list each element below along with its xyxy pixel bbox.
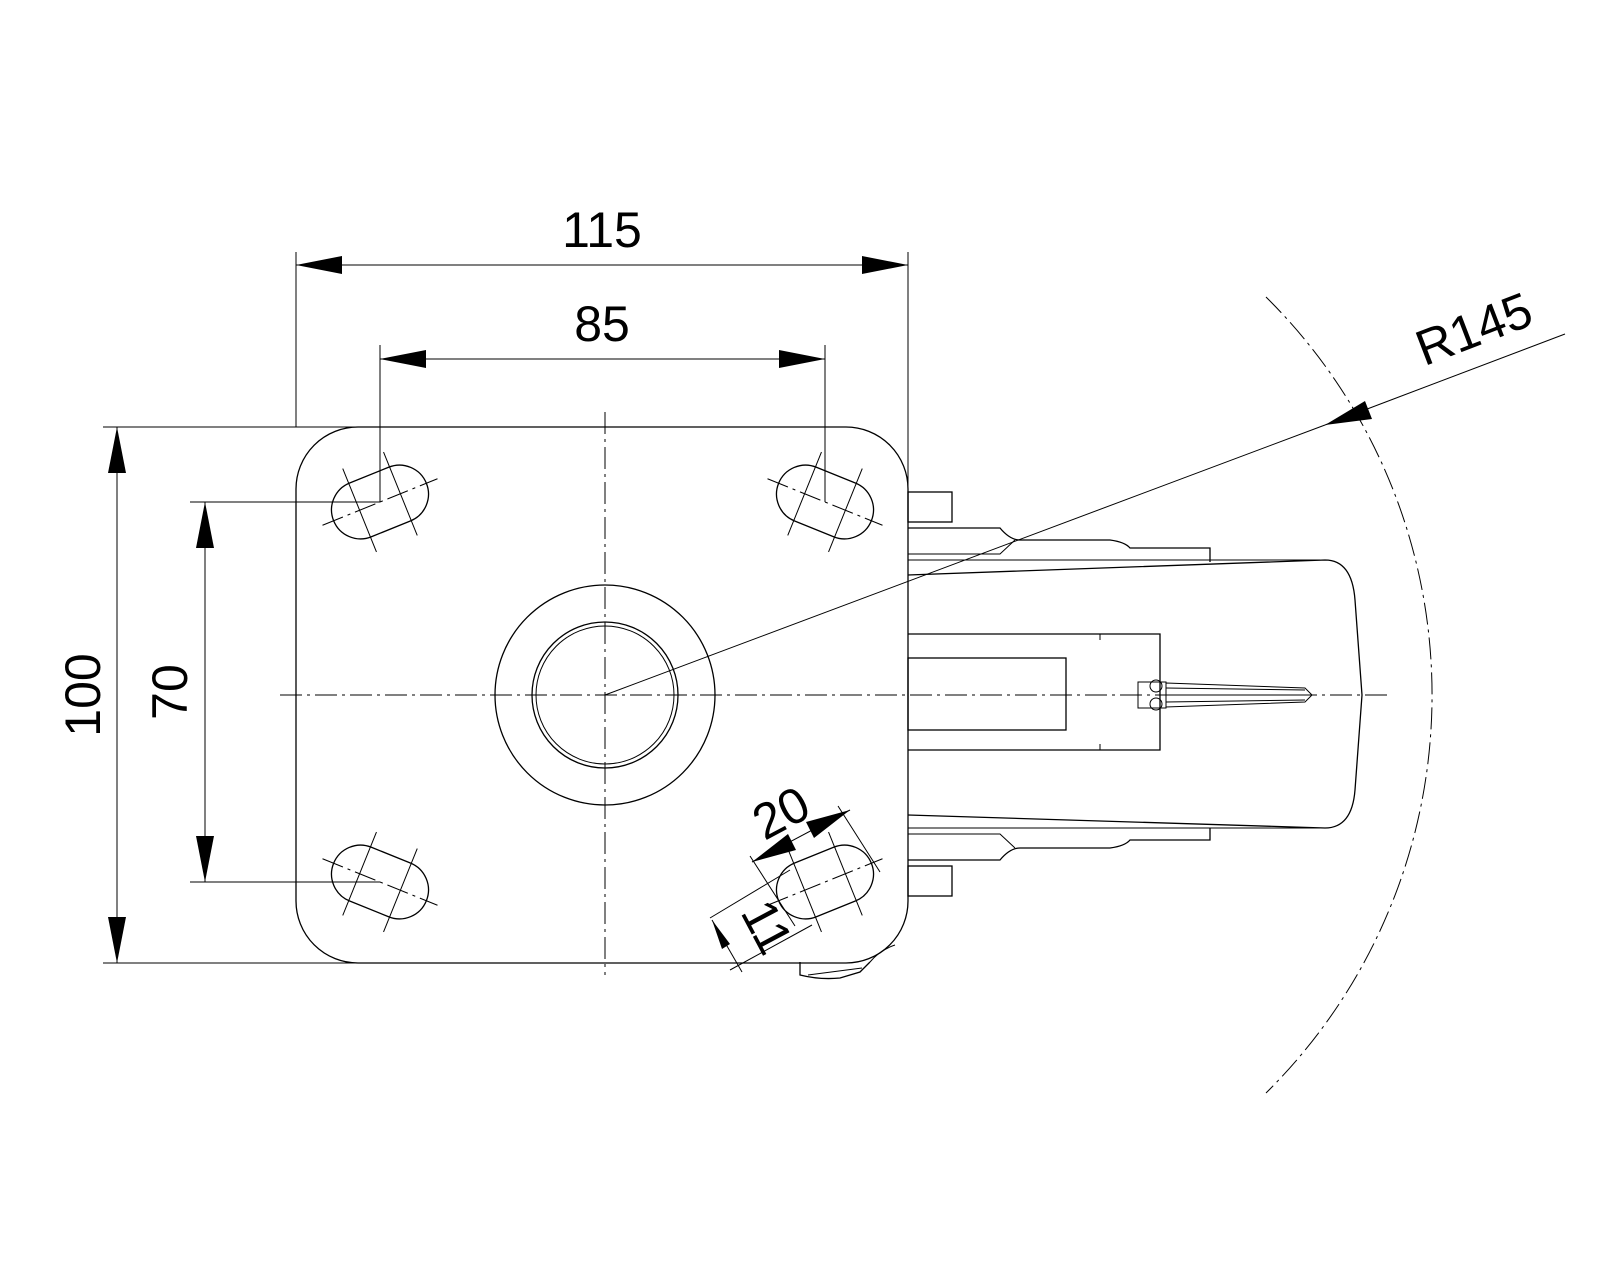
dimension-label-115: 115 xyxy=(562,202,642,258)
center-lines xyxy=(280,412,1390,975)
dimension-plate-height: 100 xyxy=(55,426,360,964)
dimension-label-20: 20 xyxy=(743,775,818,851)
dimension-label-100: 100 xyxy=(55,653,111,736)
mounting-slot-bottom-right xyxy=(767,831,883,933)
dimension-swivel-radius: R145 xyxy=(604,282,1566,696)
dimension-label-85: 85 xyxy=(574,296,630,352)
lock-nut xyxy=(799,944,896,980)
axle-bolt xyxy=(1137,679,1313,711)
dimension-hole-spacing-x: 85 xyxy=(379,296,826,502)
dimension-slot-width: 11 xyxy=(709,869,813,973)
dimension-label-r145: R145 xyxy=(1408,282,1540,377)
swivel-radius-arc xyxy=(1265,296,1433,1094)
fork-body xyxy=(907,491,1363,897)
dimension-label-11: 11 xyxy=(730,891,804,963)
dimension-label-70: 70 xyxy=(142,664,198,720)
kingpin-boss xyxy=(494,584,716,806)
dimension-hole-spacing-y: 70 xyxy=(142,501,380,883)
dimension-plate-width: 115 xyxy=(295,202,909,490)
